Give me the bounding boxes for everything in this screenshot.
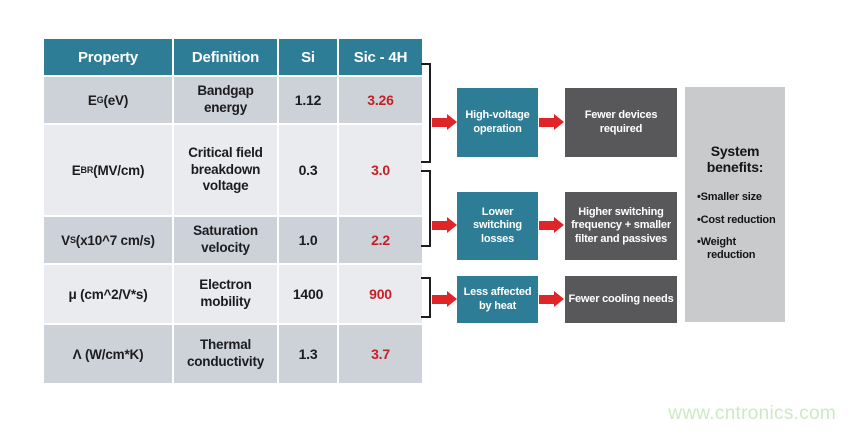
property-unit: (MV/cm) [93,162,145,178]
benefit-item: Smaller size [697,191,777,204]
definition-cell: Bandgap energy [174,77,277,123]
sic-value-cell: 3.26 [339,77,422,123]
benefit-item: Weight reduction [697,236,777,262]
cause-box: High-voltage operation [457,88,538,157]
definition-cell: Critical field breakdown voltage [174,125,277,215]
watermark-url: www.cntronics.com [668,403,836,424]
si-value-cell: 1.12 [279,77,337,123]
row-group-bracket [421,63,431,163]
property-unit: (eV) [103,92,129,108]
property-unit: (x10^7 cm/s) [75,232,155,248]
arrow-right-icon [539,114,564,131]
benefits-list: Smaller size Cost reduction Weight reduc… [697,191,777,262]
property-subscript: BR [80,165,94,175]
col-header-sic-4h: Sic - 4H [339,39,422,75]
si-value-cell: 1.3 [279,325,337,383]
cause-box: Less affected by heat [457,276,538,323]
benefit-item: Cost reduction [697,214,777,227]
sic-value-cell: 900 [339,265,422,323]
system-benefits-panel: System benefits: Smaller size Cost reduc… [685,87,785,322]
property-symbol: V [61,232,70,248]
property-symbol: μ (cm^2/V*s) [68,286,148,302]
sic-value-cell: 3.0 [339,125,422,215]
sic-value-cell: 2.2 [339,217,422,263]
arrow-right-icon [432,217,457,234]
effect-box: Fewer devices required [565,88,677,157]
property-symbol: Λ (W/cm*K) [72,346,144,362]
definition-cell: Saturation velocity [174,217,277,263]
row-group-bracket [421,277,431,318]
arrow-right-icon [432,291,457,308]
arrow-right-icon [539,217,564,234]
definition-cell: Electron mobility [174,265,277,323]
col-header-definition: Definition [174,39,277,75]
si-value-cell: 1400 [279,265,337,323]
row-group-bracket [421,170,431,247]
property-symbol: E [87,92,97,108]
definition-cell: Thermal conductivity [174,325,277,383]
property-subscript: S [69,235,76,245]
effect-box: Higher switching frequency + smaller fil… [565,192,677,260]
si-value-cell: 1.0 [279,217,337,263]
col-header-property: Property [44,39,172,75]
property-subscript: G [96,95,104,105]
si-value-cell: 0.3 [279,125,337,215]
cause-box: Lower switching losses [457,192,538,260]
sic-value-cell: 3.7 [339,325,422,383]
property-symbol: E [71,162,81,178]
property-cell: Λ (W/cm*K) [44,325,172,383]
property-cell: μ (cm^2/V*s) [44,265,172,323]
arrow-right-icon [539,291,564,308]
effect-box: Fewer cooling needs [565,276,677,323]
arrow-right-icon [432,114,457,131]
benefits-title: System benefits: [706,143,764,175]
col-header-si: Si [279,39,337,75]
